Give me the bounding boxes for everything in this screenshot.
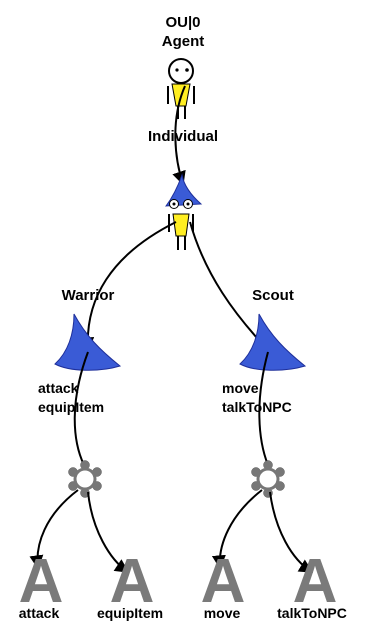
edge-scout-to-node [258,351,269,466]
wizard-figure-icon [164,173,203,250]
edge-individual-to-warrior [80,221,177,352]
warrior-action-1: attack [38,380,79,396]
warrior-action-2: equipItem [38,399,104,415]
action-letter-icon: A [201,547,246,616]
leaf-talktonpc-label: talkToNPC [277,605,347,621]
edge-warrior-to-node [73,351,89,466]
edge-node-to-move [211,489,263,570]
scout-action-1: move [222,380,259,396]
role-scout-label: Scout [252,287,294,304]
leaf-equipitem-label: equipItem [97,605,163,621]
individual-label: Individual [148,128,218,145]
action-letter-icon: A [19,547,64,616]
edge-node-to-talktonpc [269,491,314,573]
leaf-attack-label: attack [19,605,60,621]
edge-individual-to-scout [189,221,269,352]
gear-node-icon [68,460,102,498]
gear-node-icon [251,460,285,498]
action-letter-icon: A [293,547,338,616]
edge-agent-to-individual [172,85,186,186]
stick-figure-icon [167,58,195,119]
edge-node-to-equipitem [87,491,130,573]
agent-id-label: OU|0 [165,14,200,31]
scout-action-2: talkToNPC [222,399,292,415]
wizard-hat-icon [239,313,307,371]
role-warrior-label: Warrior [62,287,115,304]
edge-node-to-attack [29,489,79,570]
action-letter-icon: A [110,547,155,616]
leaf-move-label: move [204,605,241,621]
wizard-hat-icon [54,313,122,371]
agent-type-label: Agent [162,33,205,50]
